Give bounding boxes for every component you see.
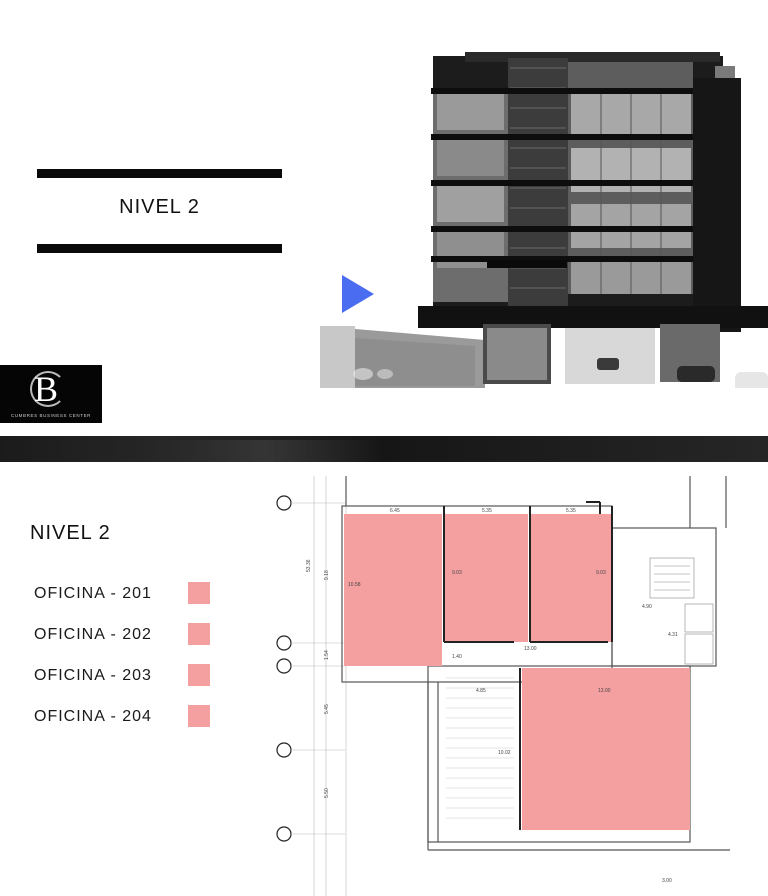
legend-swatch xyxy=(188,664,210,686)
legend-label: OFICINA - 204 xyxy=(34,708,152,725)
dim-label: 5.35 xyxy=(482,508,492,514)
legend-label: OFICINA - 202 xyxy=(34,626,152,643)
title-rule-bottom xyxy=(37,244,282,253)
dim-label: 9.03 xyxy=(452,570,462,576)
dim-label: 6.45 xyxy=(390,508,400,514)
divider-shadow xyxy=(150,440,380,462)
office-203[interactable] xyxy=(530,514,612,642)
company-logo: B CUMBRES BUSINESS CENTER xyxy=(0,365,102,423)
building-rendering xyxy=(315,52,768,400)
legend-item-202[interactable]: OFICINA - 202 xyxy=(34,623,234,647)
logo-caption: CUMBRES BUSINESS CENTER xyxy=(10,413,92,418)
dim-label: 13.00 xyxy=(598,688,611,694)
legend-item-203[interactable]: OFICINA - 203 xyxy=(34,664,234,688)
dim-label: 1.54 xyxy=(324,650,330,660)
grid-marker xyxy=(276,826,292,842)
floor-plan-drawing: 6.45 5.35 5.35 53.36 9.18 1.54 5.45 5.50… xyxy=(276,476,730,896)
legend-swatch xyxy=(188,582,210,604)
floor-plan-section: NIVEL 2 OFICINA - 201 OFICINA - 202 OFIC… xyxy=(0,462,768,896)
title-rule-top xyxy=(37,169,282,178)
grid-marker xyxy=(276,742,292,758)
dim-label: 3.00 xyxy=(662,878,672,884)
dim-label: 10.02 xyxy=(498,750,511,756)
plan-title: NIVEL 2 xyxy=(30,522,111,544)
grid-marker xyxy=(276,635,292,651)
dim-label: 5.35 xyxy=(566,508,576,514)
dim-label: 5.50 xyxy=(324,788,330,798)
dim-label: 1.40 xyxy=(452,654,462,660)
office-204[interactable] xyxy=(522,668,690,830)
hero-section: NIVEL 2 xyxy=(0,0,768,436)
dim-label: 9.18 xyxy=(324,570,330,580)
legend-swatch xyxy=(188,623,210,645)
legend-swatch xyxy=(188,705,210,727)
dim-label: 53.36 xyxy=(306,559,312,572)
grid-marker xyxy=(276,495,292,511)
legend-item-204[interactable]: OFICINA - 204 xyxy=(34,705,234,729)
office-201[interactable] xyxy=(344,514,442,666)
grid-marker xyxy=(276,658,292,674)
legend-label: OFICINA - 201 xyxy=(34,585,152,602)
play-icon[interactable] xyxy=(342,275,374,313)
logo-letter: B xyxy=(34,369,59,409)
legend-item-201[interactable]: OFICINA - 201 xyxy=(34,582,234,606)
logo-ring xyxy=(30,371,66,407)
level-title: NIVEL 2 xyxy=(119,196,200,218)
dim-label: 4.90 xyxy=(642,604,652,610)
dim-label: 4.85 xyxy=(476,688,486,694)
dim-label: 9.03 xyxy=(596,570,606,576)
legend-label: OFICINA - 203 xyxy=(34,667,152,684)
section-divider-band xyxy=(0,436,768,462)
dim-label: 5.45 xyxy=(324,704,330,714)
office-202[interactable] xyxy=(444,514,528,642)
dim-label: 13.00 xyxy=(524,646,537,652)
dim-label: 10.58 xyxy=(348,582,361,588)
dim-label: 4.31 xyxy=(668,632,678,638)
